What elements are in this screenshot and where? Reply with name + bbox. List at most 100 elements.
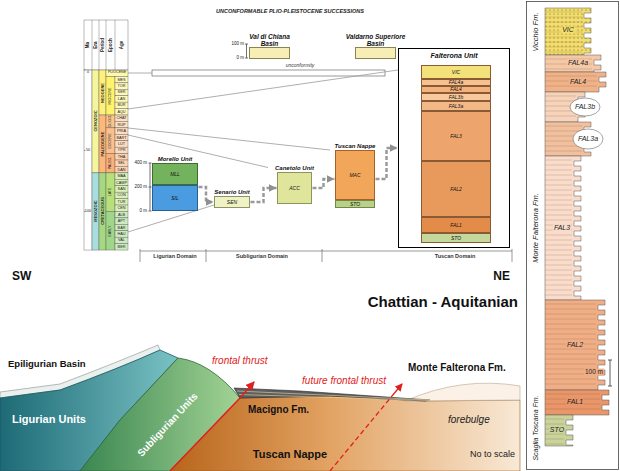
age-name: SER xyxy=(118,90,126,94)
unit-code: ACC xyxy=(289,186,300,191)
bedding-line xyxy=(545,22,582,23)
age-name: BART xyxy=(116,136,126,140)
domain-label: Tuscan Domain xyxy=(435,253,476,259)
age-cell xyxy=(115,128,128,134)
period-cell xyxy=(99,173,106,250)
note-label: No to scale xyxy=(470,450,515,459)
age-cell xyxy=(115,199,128,205)
age-name: VAL xyxy=(118,238,125,242)
age-name: APT xyxy=(118,219,125,223)
macigno-wedge xyxy=(234,388,430,401)
bedding-line xyxy=(545,185,572,186)
epoch-name: OLIGO. xyxy=(109,115,113,127)
age-link-line xyxy=(128,135,268,168)
future-thrust-arrow xyxy=(392,384,402,396)
bedding-line xyxy=(545,364,596,365)
unit-label: FAL4 xyxy=(570,78,586,85)
column-header: Age xyxy=(119,41,124,50)
unit-group-box: Morello UnitMLLSIL xyxy=(152,163,198,211)
unit-band: FAL4a xyxy=(421,79,491,86)
age-name: MAA xyxy=(117,174,125,178)
bedding-line xyxy=(545,379,596,380)
period-name: CRETACEOUS xyxy=(99,198,104,226)
bedding-line xyxy=(545,175,572,176)
formation-label: Vicchio Fm. xyxy=(531,12,540,51)
age-name: PRIA xyxy=(117,129,126,133)
chart-title: UNCONFORMABLE PLIO-PLEISTOCENE SUCCESSIO… xyxy=(216,8,364,14)
bedding-line xyxy=(545,419,564,420)
epoch-name: MIOCENE xyxy=(108,87,112,104)
unit-band: MAC xyxy=(335,150,375,200)
bedding-line xyxy=(545,12,582,13)
age-cell xyxy=(115,218,128,224)
epoch-cell xyxy=(106,173,115,212)
time-scale xyxy=(84,20,128,250)
column-header: Ma xyxy=(86,42,91,48)
age-name: RUP xyxy=(117,123,125,127)
age-name: TUR xyxy=(118,200,126,204)
domain-divider xyxy=(140,249,512,262)
age-cell xyxy=(115,205,128,211)
age-name: ALB xyxy=(118,213,125,217)
epoch-name: EOCENE xyxy=(108,133,112,148)
unit-group-box: Tuscan NappeMACSTO xyxy=(335,150,375,208)
unit-code: FAL3b xyxy=(449,95,463,100)
bedding-line xyxy=(545,439,564,440)
bedding-line xyxy=(545,215,572,216)
epoch-name: EOCENE xyxy=(109,133,113,148)
age-name: CEN xyxy=(117,206,125,210)
age-name: THA xyxy=(118,155,126,159)
age-name: AQU xyxy=(117,110,125,114)
scale-label: 100 m xyxy=(231,41,244,46)
unit-band: MLL xyxy=(152,163,198,185)
age-name: CON xyxy=(117,193,125,197)
age-cell xyxy=(115,160,128,166)
unit-heading: Tuscan Nappe xyxy=(335,143,376,150)
bedding-line xyxy=(545,131,582,132)
domain-label: Ligurian Domain xyxy=(153,254,196,260)
feature-label: forebulge xyxy=(448,414,490,425)
age-name: CON xyxy=(117,193,125,197)
formation-label: Macigno Fm. xyxy=(248,404,309,415)
epoch-cell xyxy=(106,76,115,115)
age-cell xyxy=(115,237,128,243)
period-name: CRETACEOUS xyxy=(100,198,104,226)
bedding-line xyxy=(545,126,582,127)
bedding-line xyxy=(545,160,572,161)
unit-band: VIC xyxy=(421,65,491,79)
column-frame xyxy=(527,2,619,470)
unit-label: VIC xyxy=(561,26,575,33)
age-link-line xyxy=(128,70,398,109)
age-name: SER xyxy=(118,90,126,94)
ma-value: 50 xyxy=(86,148,90,152)
bed-unit xyxy=(545,390,609,415)
epoch-cell xyxy=(106,128,115,154)
direction-label: NE xyxy=(493,269,510,283)
age-name: MES xyxy=(117,78,125,82)
bedding-line xyxy=(545,101,576,102)
bedding-line xyxy=(545,17,582,18)
unit-code: FAL2 xyxy=(450,187,462,192)
bedding-line xyxy=(545,384,596,385)
header-divider xyxy=(106,20,107,70)
bedding-line xyxy=(545,245,572,246)
unit-name: Tuscan Nappe xyxy=(253,448,327,460)
age-name: VAL xyxy=(118,238,125,242)
ma-value: 0 xyxy=(87,70,89,74)
basin-label: Epiligurian Basin xyxy=(8,358,86,369)
bedding-line xyxy=(545,260,572,261)
unit-label: FAL3 xyxy=(553,224,571,231)
thrust-label: future frontal thrust xyxy=(302,376,386,387)
ma-tick xyxy=(84,150,86,151)
bedding-line xyxy=(545,444,564,445)
age-name: ALB xyxy=(118,213,125,217)
bedding-line xyxy=(545,195,572,196)
scale-bar xyxy=(245,44,248,58)
column-header: Age xyxy=(118,41,123,50)
ma-column xyxy=(84,70,92,250)
scale-label: 0 m xyxy=(139,209,147,214)
age-cell xyxy=(115,76,128,82)
column-header: Era xyxy=(92,41,97,48)
